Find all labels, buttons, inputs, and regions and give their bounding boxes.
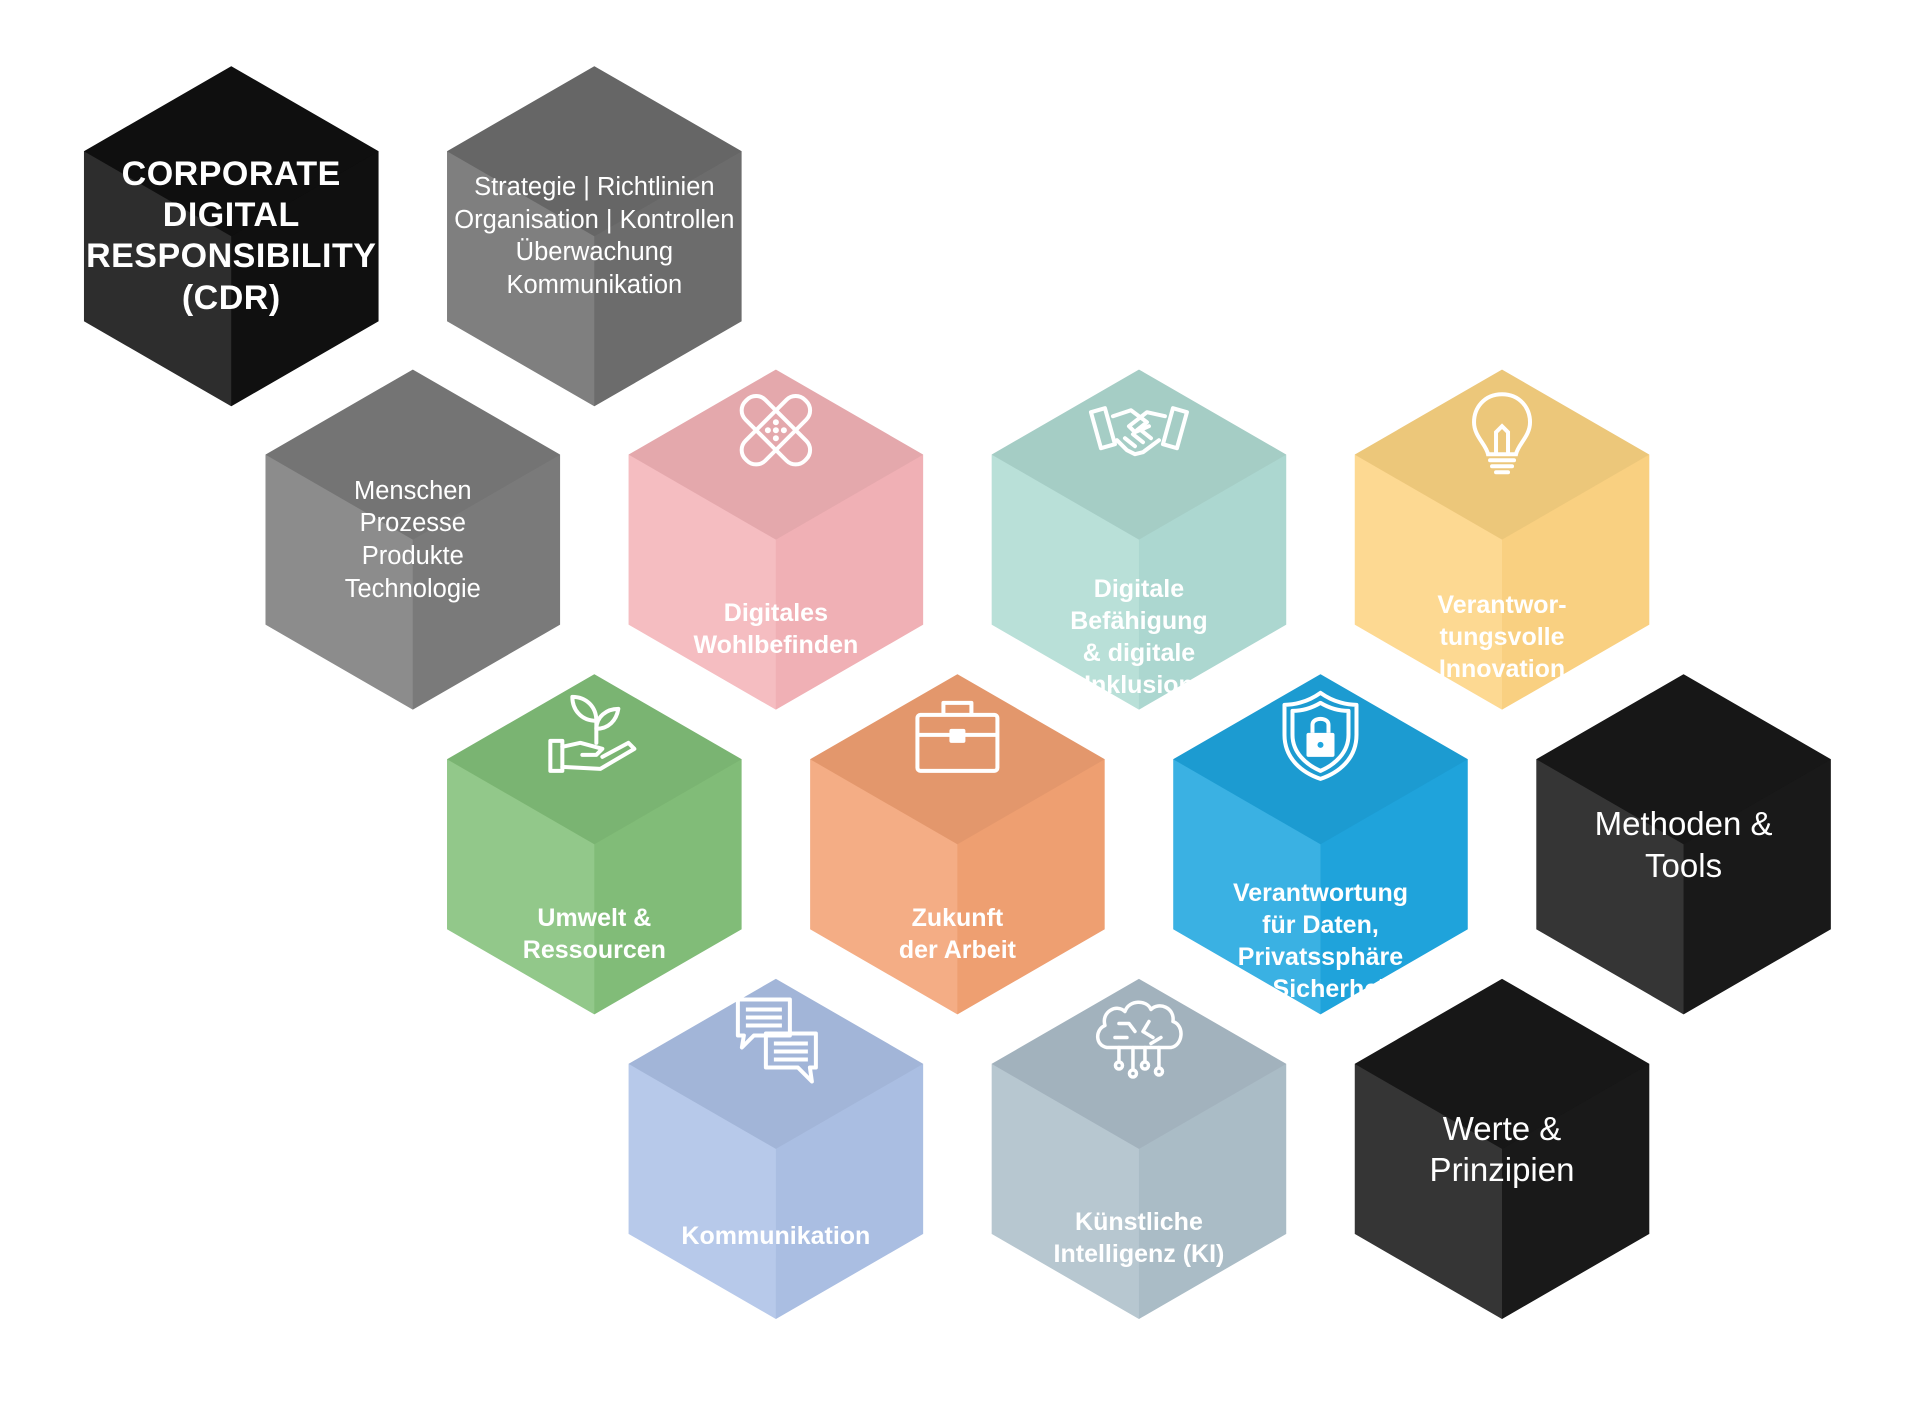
label-line: Prinzipien — [1429, 1150, 1575, 1188]
label-line: Digitale — [1093, 574, 1185, 603]
hexagon-facet — [1683, 756, 1836, 1020]
label-line: Kommunikation — [506, 270, 683, 299]
hexagon-label-values: Werte &Prinzipien — [1430, 1108, 1575, 1191]
label-line: RESPONSIBILITY — [86, 237, 377, 276]
chat-bubbles-icon — [735, 997, 818, 1084]
label-line: & digitale — [1082, 638, 1196, 667]
label-line: Verantwortung — [1232, 879, 1408, 908]
hexagon-outline — [1345, 359, 1659, 720]
label-line: Organisation | Kontrollen — [454, 205, 735, 234]
hexagon-outline — [1527, 664, 1840, 1025]
label-line: (CDR) — [181, 278, 281, 317]
hexagon-facet — [987, 1061, 1139, 1325]
label-line: Prozesse — [359, 509, 466, 537]
hexagon-ai — [982, 969, 1296, 1329]
label-line: Tools — [1645, 846, 1723, 884]
label-line: Zukunft — [911, 903, 1004, 932]
hexagon-work — [801, 664, 1114, 1025]
hexagon-facet — [957, 756, 1110, 1020]
hexagon-outline — [801, 664, 1114, 1025]
label-line: Innovation — [1438, 654, 1566, 683]
briefcase-icon — [915, 700, 1000, 773]
hexagon-facet — [1168, 756, 1321, 1020]
bandage-icon — [739, 394, 813, 467]
hexagon-inclusion — [982, 359, 1296, 720]
hexagon-facet — [1531, 756, 1684, 1020]
hexagon-outline — [438, 664, 751, 1025]
hexagon-outline — [74, 56, 388, 417]
label-line: Wohlbefinden — [693, 631, 859, 660]
hexagon-methods — [1527, 664, 1840, 1025]
label-line: Kommunikation — [681, 1221, 871, 1250]
label-line: Befähigung — [1070, 606, 1208, 635]
hexagon-innovation — [1345, 359, 1659, 720]
hexagon-facet — [1350, 973, 1654, 1149]
hexagon-facet — [987, 973, 1291, 1149]
label-line: DIGITAL — [162, 196, 300, 235]
hexagon-environment — [438, 664, 751, 1025]
label-line: Ressourcen — [522, 935, 666, 964]
label-line: Verantwor- — [1437, 590, 1567, 619]
label-line: Digitales — [723, 599, 828, 628]
label-line: Strategie | Richtlinien — [474, 172, 715, 201]
shield-lock-icon — [1282, 690, 1359, 781]
hexagon-label-environment: Umwelt & Ressourcen — [523, 902, 666, 966]
label-line: & Sicherheit — [1247, 975, 1394, 1004]
brain-circuit-icon — [1095, 1000, 1183, 1079]
hexagon-label-methods: Methoden &Tools — [1595, 803, 1773, 886]
label-line: Menschen — [353, 476, 472, 505]
label-line: für Daten, — [1262, 911, 1379, 940]
hexagon-cdr — [74, 56, 388, 417]
label-line: tungsvolle — [1439, 622, 1565, 651]
hexagon-values — [1345, 969, 1659, 1329]
label-line: Künstliche — [1075, 1208, 1203, 1237]
hexagon-label-communication: Kommunikation — [681, 1220, 870, 1252]
label-line: Intelligenz (KI) — [1053, 1240, 1225, 1269]
label-line: Methoden & — [1594, 805, 1773, 843]
lightbulb-icon — [1472, 392, 1533, 475]
label-line: Produkte — [361, 541, 464, 570]
hexagon-governance — [438, 56, 751, 417]
hexagon-data — [1164, 664, 1477, 1025]
hexagon-outline — [982, 359, 1296, 720]
label-line: Umwelt & — [537, 903, 652, 932]
hexagon-wellbeing — [619, 359, 933, 720]
label-line: CORPORATE — [121, 154, 341, 193]
hexagon-outline — [619, 969, 933, 1329]
hexagon-label-work: Zukunft der Arbeit — [899, 902, 1016, 966]
hexagon-facet — [594, 756, 747, 1020]
hexagon-scope — [256, 359, 570, 720]
label-line: Inklusion — [1084, 670, 1194, 699]
label-line: der Arbeit — [898, 935, 1016, 964]
label-line: Technologie — [344, 574, 481, 603]
hexagon-facet — [442, 756, 595, 1020]
hexagon-outline — [1345, 969, 1659, 1329]
plant-hand-icon — [548, 694, 637, 773]
label-line: Privatssphäre — [1237, 943, 1404, 972]
hexagon-communication — [619, 969, 933, 1329]
hexagon-facet — [1320, 756, 1473, 1020]
hexagon-outline — [1164, 664, 1477, 1025]
hexagon-facet — [987, 973, 1291, 1149]
hexagon-outline — [982, 969, 1296, 1329]
hexagon-label-data: Verantwortung für Daten, Privatssphäre & Si… — [1233, 877, 1408, 1005]
label-line: Überwachung — [515, 238, 674, 267]
hexagon-outline — [438, 56, 751, 417]
hexagon-facet — [987, 451, 1139, 715]
hexagon-outline — [619, 359, 933, 720]
hexagon-facet — [805, 756, 958, 1020]
hexagon-outline — [256, 359, 570, 720]
label-line: Werte & — [1442, 1109, 1562, 1147]
handshake-icon — [1088, 406, 1189, 457]
